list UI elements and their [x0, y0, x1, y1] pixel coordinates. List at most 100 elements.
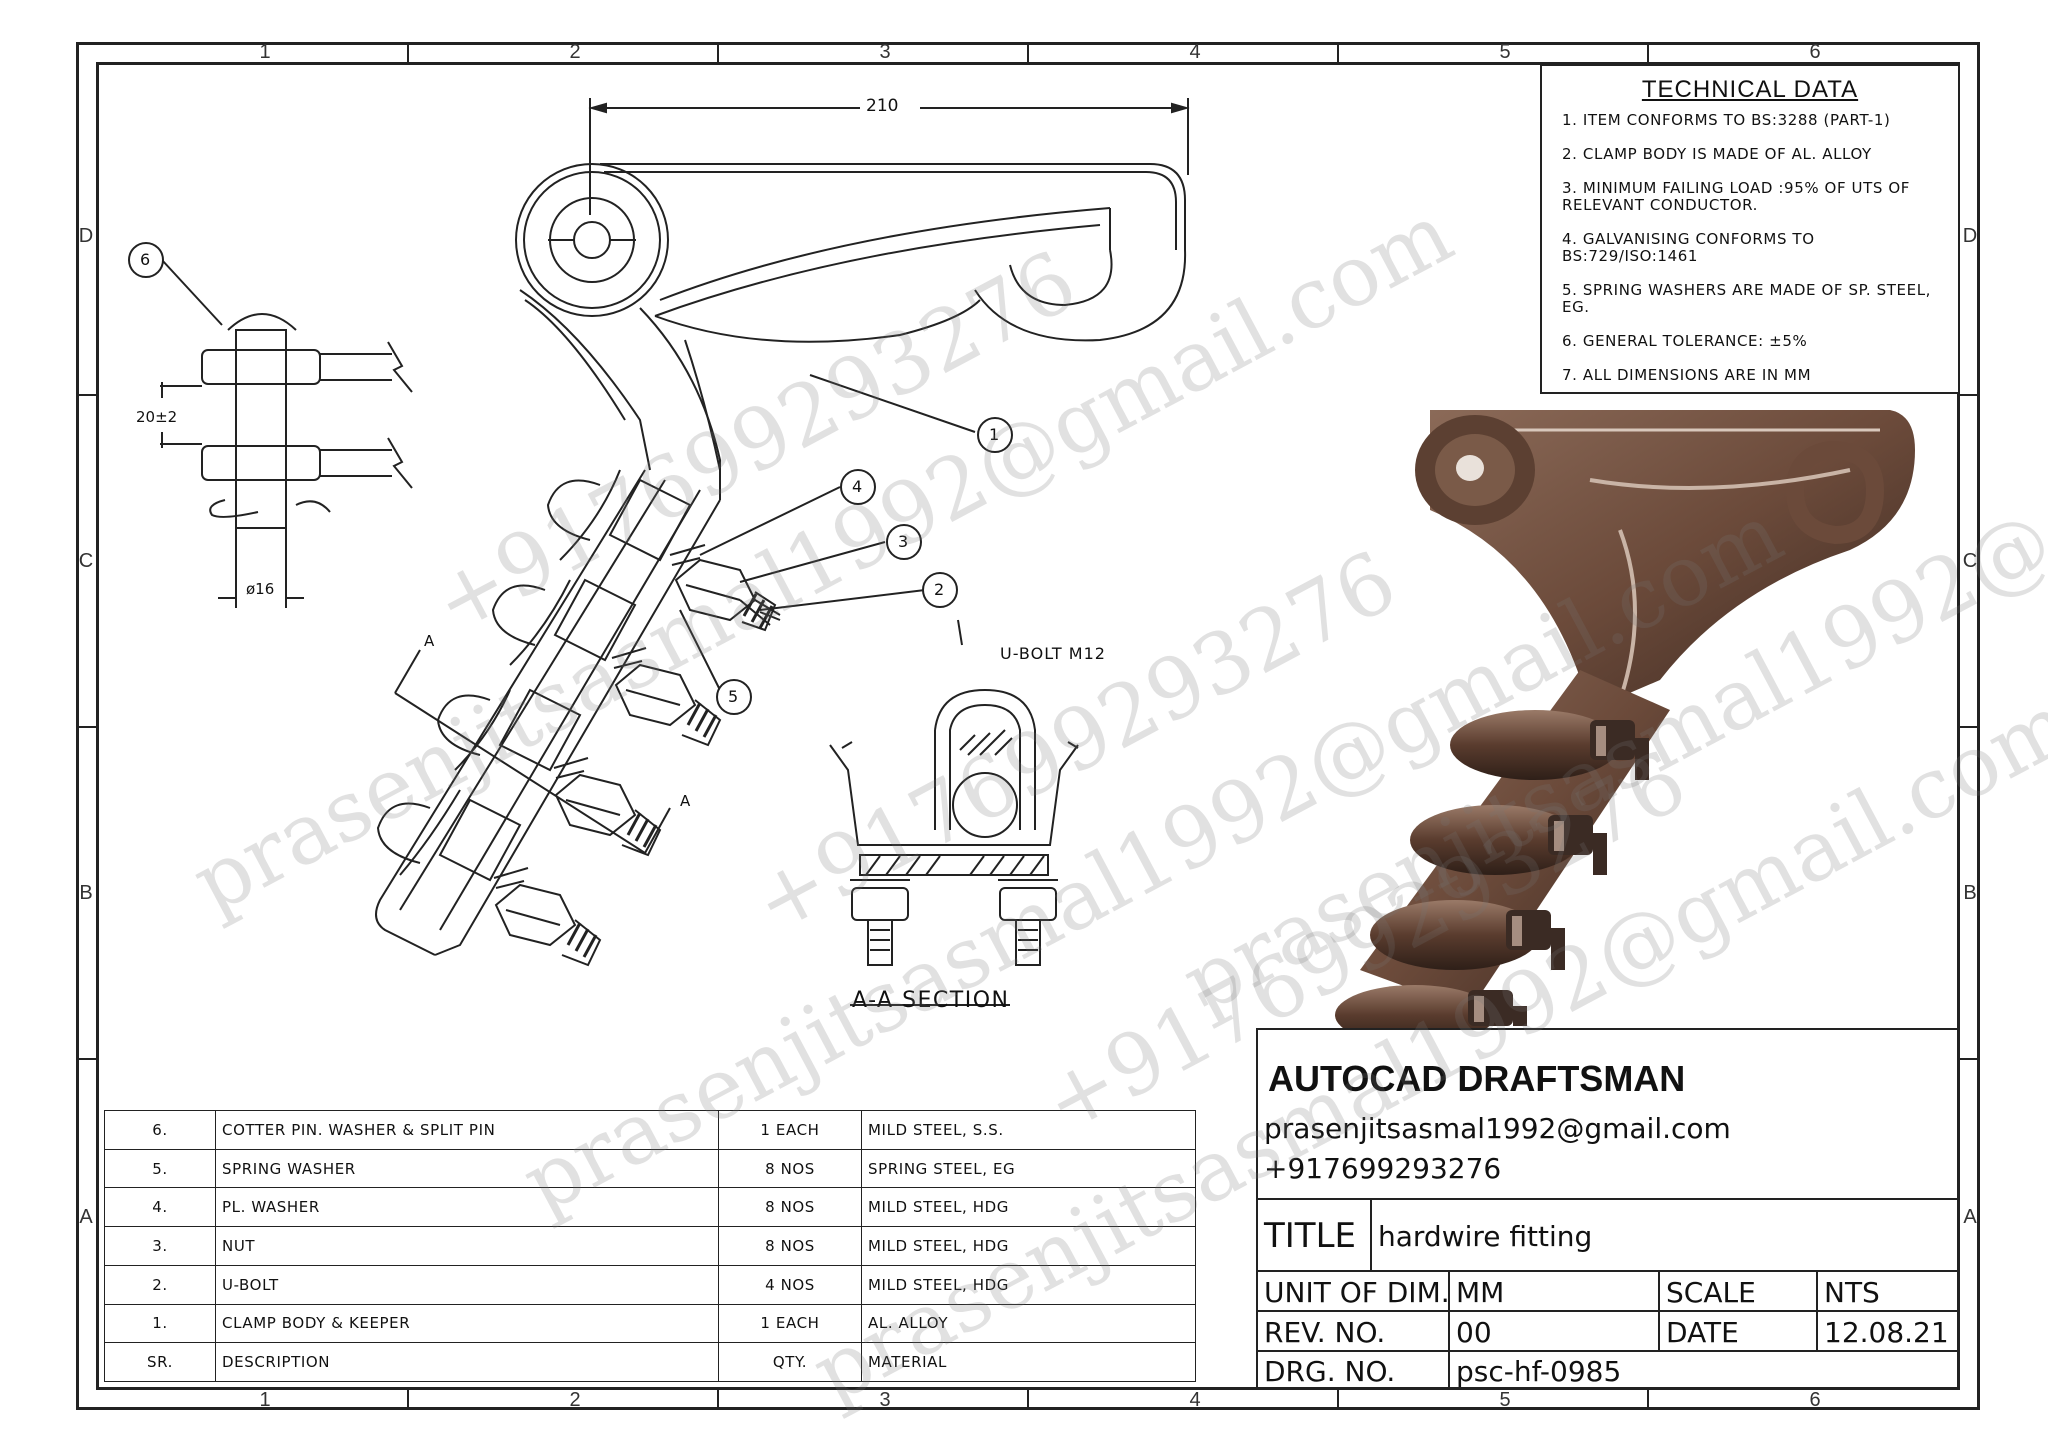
bom-material: MILD STEEL, HDG: [861, 1187, 1196, 1228]
zone-label-top: 3: [879, 41, 891, 63]
technical-data-item: 5. SPRING WASHERS ARE MADE OF SP. STEEL,…: [1562, 281, 1932, 316]
author-email: prasenjitsasmal1992@gmail.com: [1264, 1112, 1731, 1145]
ubolt-label: U-BOLT M12: [1000, 644, 1106, 663]
title-block: AUTOCAD DRAFTSMAN prasenjitsasmal1992@gm…: [1256, 1028, 1960, 1390]
bom-sr: 5.: [104, 1148, 216, 1189]
bom-material: MILD STEEL, HDG: [861, 1226, 1196, 1266]
table-row: 4. PL. WASHER 8 NOS MILD STEEL, HDG: [104, 1187, 1196, 1228]
technical-data-panel: TECHNICAL DATA 1. ITEM CONFORMS TO BS:32…: [1540, 64, 1960, 394]
table-row: 1. CLAMP BODY & KEEPER 1 EACH AL. ALLOY: [104, 1303, 1196, 1344]
section-marker-a: A: [680, 792, 691, 810]
technical-data-list: 1. ITEM CONFORMS TO BS:3288 (PART-1) 2. …: [1562, 112, 1952, 401]
author-name: AUTOCAD DRAFTSMAN: [1268, 1058, 1686, 1099]
bom-header-sr: SR.: [104, 1342, 216, 1382]
bom-material: SPRING STEEL, EG: [861, 1148, 1196, 1189]
bom-description: U-BOLT: [215, 1264, 719, 1305]
title-row: TITLE hardwire fitting: [1258, 1198, 1958, 1272]
title-label: TITLE: [1264, 1216, 1356, 1256]
table-row: 2. U-BOLT 4 NOS MILD STEEL, HDG: [104, 1264, 1196, 1305]
bom-qty: 8 NOS: [718, 1226, 862, 1266]
unit-row: UNIT OF DIM. MM SCALE NTS: [1258, 1270, 1958, 1312]
bom-qty: 1 EACH: [718, 1110, 862, 1150]
dimension-pin-diameter: ø16: [246, 580, 275, 598]
section-marker-a: A: [424, 632, 435, 650]
bom-description: PL. WASHER: [215, 1187, 719, 1228]
revision-label: REV. NO.: [1264, 1315, 1386, 1349]
scale-value: NTS: [1816, 1272, 1960, 1312]
zone-label-left: A: [79, 1206, 93, 1228]
bom-qty: 4 NOS: [718, 1264, 862, 1305]
bom-header-material: MATERIAL: [861, 1342, 1196, 1382]
bom-qty: 8 NOS: [718, 1187, 862, 1228]
bom-sr: 1.: [104, 1303, 216, 1344]
zone-label-bottom: 6: [1809, 1389, 1821, 1411]
technical-data-item: 3. MINIMUM FAILING LOAD :95% OF UTS OF R…: [1562, 179, 1911, 214]
zone-label-right: A: [1963, 1206, 1977, 1228]
zone-label-right: B: [1963, 882, 1977, 904]
balloon-2: 2: [934, 580, 945, 599]
zone-label-left: D: [78, 225, 94, 247]
bom-header-description: DESCRIPTION: [215, 1342, 719, 1382]
bom-material: MILD STEEL, S.S.: [861, 1110, 1196, 1150]
bom-material: MILD STEEL, HDG: [861, 1264, 1196, 1305]
zone-label-top: 4: [1189, 41, 1201, 63]
technical-data-title: TECHNICAL DATA: [1641, 76, 1859, 103]
bom-description: COTTER PIN. WASHER & SPLIT PIN: [215, 1110, 719, 1150]
technical-data-item: 6. GENERAL TOLERANCE: ±5%: [1562, 332, 1808, 350]
author-phone: +917699293276: [1264, 1152, 1502, 1185]
date-value: 12.08.21: [1816, 1312, 1960, 1352]
bom-description: NUT: [215, 1226, 719, 1266]
balloon-6: 6: [140, 250, 151, 269]
bom-sr: 6.: [104, 1110, 216, 1150]
bom-qty: 1 EACH: [718, 1303, 862, 1344]
technical-data-item: 4. GALVANISING CONFORMS TO BS:729/ISO:14…: [1562, 230, 1815, 265]
bom-sr: 3.: [104, 1226, 216, 1266]
table-row: 3. NUT 8 NOS MILD STEEL, HDG: [104, 1226, 1196, 1266]
drawing-number-label: DRG. NO.: [1264, 1354, 1396, 1388]
technical-data-item: 2. CLAMP BODY IS MADE OF AL. ALLOY: [1562, 145, 1872, 163]
balloon-1: 1: [989, 425, 1000, 444]
bom-header-qty: QTY.: [718, 1342, 862, 1382]
bom-description: CLAMP BODY & KEEPER: [215, 1303, 719, 1344]
bom-material: AL. ALLOY: [861, 1303, 1196, 1344]
revision-value: 00: [1448, 1312, 1658, 1352]
section-title: A-A SECTION: [852, 988, 1010, 1013]
zone-label-top: 2: [569, 41, 581, 63]
bom-sr: 2.: [104, 1264, 216, 1305]
scale-label: SCALE: [1658, 1272, 1816, 1312]
balloon-3: 3: [898, 532, 909, 551]
bill-of-materials: 6. COTTER PIN. WASHER & SPLIT PIN 1 EACH…: [104, 1110, 1196, 1382]
zone-label-left: B: [79, 882, 93, 904]
dimension-pin-gap: 20±2: [136, 408, 178, 426]
dimension-210: 210: [866, 96, 899, 116]
zone-label-right: C: [1962, 550, 1978, 572]
zone-label-top: 1: [259, 41, 271, 63]
balloon-5: 5: [728, 687, 739, 706]
zone-label-bottom: 4: [1189, 1389, 1201, 1411]
table-header-row: SR. DESCRIPTION QTY. MATERIAL: [104, 1342, 1196, 1382]
zone-label-left: C: [78, 550, 94, 572]
unit-label: UNIT OF DIM.: [1264, 1275, 1450, 1309]
unit-value: MM: [1448, 1272, 1658, 1312]
table-row: 5. SPRING WASHER 8 NOS SPRING STEEL, EG: [104, 1148, 1196, 1189]
zone-label-top: 6: [1809, 41, 1821, 63]
drawing-number-row: DRG. NO. psc-hf-0985: [1258, 1350, 1958, 1390]
title-value: hardwire fitting: [1370, 1200, 1960, 1272]
zone-label-top: 5: [1499, 41, 1511, 63]
bom-qty: 8 NOS: [718, 1148, 862, 1189]
clamp-3d-render: [1335, 410, 1915, 1030]
table-row: 6. COTTER PIN. WASHER & SPLIT PIN 1 EACH…: [104, 1110, 1196, 1150]
technical-data-item: 7. ALL DIMENSIONS ARE IN MM: [1562, 366, 1812, 384]
zone-label-bottom: 1: [259, 1389, 271, 1411]
bom-description: SPRING WASHER: [215, 1148, 719, 1189]
zone-label-bottom: 3: [879, 1389, 891, 1411]
bom-sr: 4.: [104, 1187, 216, 1228]
zone-label-bottom: 2: [569, 1389, 581, 1411]
date-label: DATE: [1658, 1312, 1816, 1352]
drawing-number-value: psc-hf-0985: [1448, 1352, 1960, 1390]
inner-border: [96, 62, 1960, 1390]
zone-label-bottom: 5: [1499, 1389, 1511, 1411]
balloon-4: 4: [852, 477, 863, 496]
